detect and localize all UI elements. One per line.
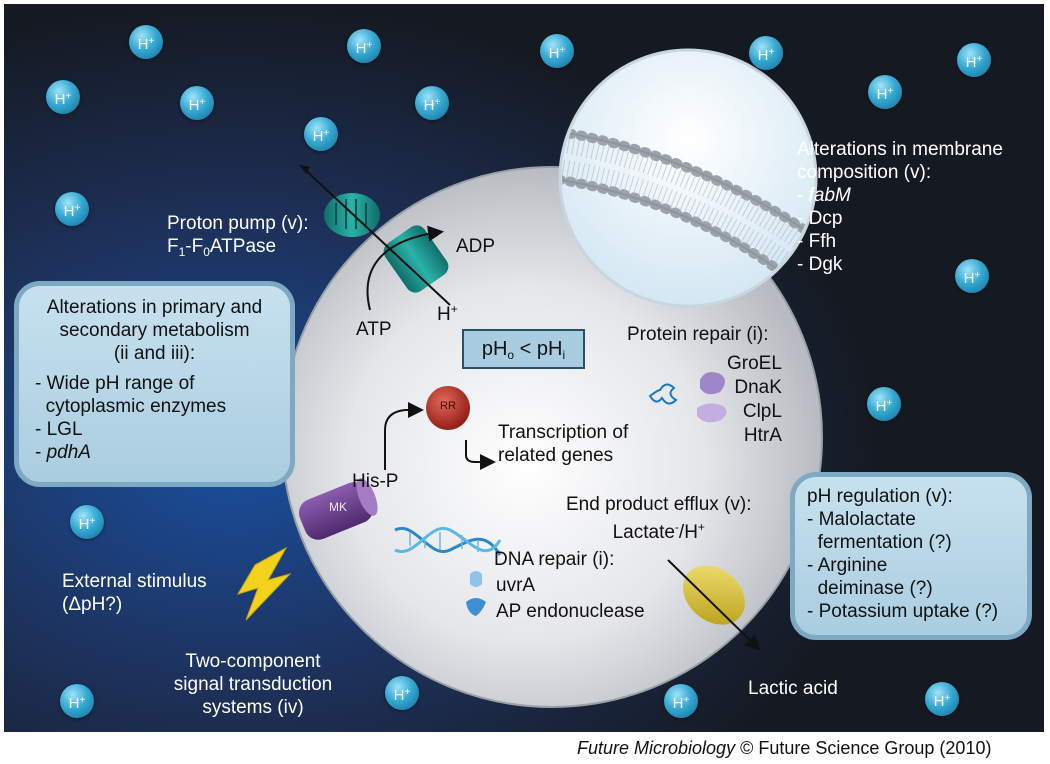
proton-ion-icon: H+: [304, 117, 338, 151]
protein-repair-title: Protein repair (i):: [627, 324, 769, 345]
dna-helix-icon: [394, 526, 502, 616]
ph-regulation-box: pH regulation (v): - Malolactate ferment…: [790, 472, 1032, 640]
proton-ion-icon: H+: [347, 29, 381, 63]
lactic-acid-label: Lactic acid: [748, 678, 838, 699]
two-component-label: Two-component signal transduction system…: [173, 651, 333, 718]
mk-label: MK: [329, 500, 347, 514]
pump-arrowhead: [300, 165, 310, 174]
proton-ion-icon: H+: [749, 36, 783, 70]
transcription-arrow: [465, 440, 496, 470]
pump-axis: [299, 164, 451, 306]
metabolism-title: Alterations in primary and secondary met…: [46, 297, 263, 364]
protein-chaperone-icon: [648, 372, 727, 423]
proton-ion-icon: H+: [55, 192, 89, 226]
membrane-composition-label: Alterations in membrane composition (v):…: [797, 139, 1003, 275]
dna-repair-label: DNA repair (i): uvrA AP endonuclease: [494, 549, 645, 622]
efflux-axis: [667, 559, 761, 651]
proton-ion-icon: H+: [955, 259, 989, 293]
proton-pump-label: Proton pump (v): F1-F0ATPase: [167, 213, 309, 259]
metabolism-list: - Wide pH range of cytoplasmic enzymes -…: [35, 373, 227, 463]
transcription-label: Transcription of related genes: [498, 422, 629, 466]
proton-ion-icon: H+: [664, 684, 698, 718]
proton-ion-icon: H+: [868, 75, 902, 109]
rr-label: RR: [440, 400, 456, 412]
proton-ion-icon: H+: [867, 387, 901, 421]
footer-credit: Future Microbiology © Future Science Gro…: [577, 738, 992, 758]
membrane-bilayer-icon: [558, 48, 818, 308]
proton-ion-icon: H+: [540, 34, 574, 68]
his-p-arrow: [384, 402, 424, 470]
proton-ion-icon: H+: [129, 25, 163, 59]
proton-ion-icon: H+: [385, 676, 419, 710]
efflux-transporter-icon: [683, 565, 745, 625]
metabolism-box: Alterations in primary and secondary met…: [14, 281, 295, 487]
proton-ion-icon: H+: [180, 86, 214, 120]
end-product-label: End product efflux (v): Lactate-/H+: [566, 494, 752, 543]
adp-label: ADP: [456, 236, 496, 257]
proton-ion-icon: H+: [925, 682, 959, 716]
pump-h-label: H+: [437, 302, 458, 325]
ph-regulation-list: pH regulation (v): - Malolactate ferment…: [807, 486, 999, 622]
protein-repair-list: GroEL DnaK ClpL HtrA: [727, 353, 782, 446]
external-stimulus-label: External stimulus (ΔpH?): [62, 571, 207, 615]
ph-gradient-box: pHo < pHi: [462, 329, 585, 369]
rr-regulator-icon: [426, 386, 470, 430]
mk-kinase-icon: [298, 478, 378, 540]
proton-ion-icon: H+: [957, 43, 991, 77]
his-p-label: His-P: [352, 471, 399, 492]
proton-ion-icon: H+: [46, 80, 80, 114]
proton-ion-icon: H+: [70, 505, 104, 539]
proton-ion-icon: H+: [415, 86, 449, 120]
atp-adp-arrow: [366, 225, 444, 311]
lightning-icon: [236, 546, 292, 621]
atp-label: ATP: [356, 319, 392, 340]
proton-ion-icon: H+: [60, 684, 94, 718]
